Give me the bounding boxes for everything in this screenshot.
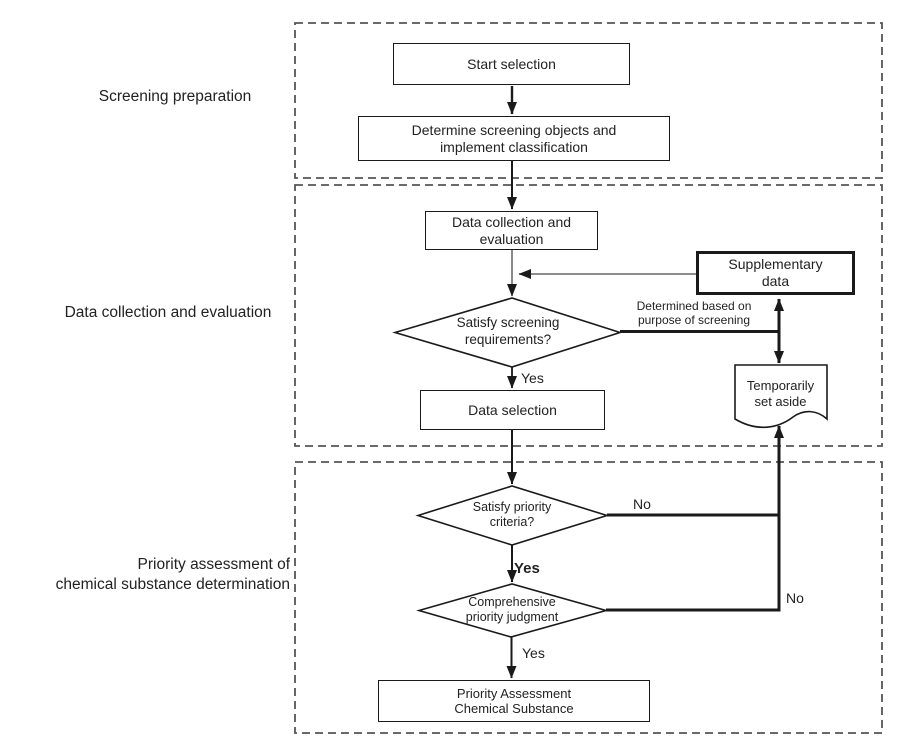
node-priority-assessment: Priority Assessment Chemical Substance [378,680,650,722]
diamond-label-satisfy-screening: Satisfy screening requirements? [456,315,560,347]
diamond-label-comprehensive-judgment: Comprehensive priority judgment [465,595,559,624]
edge-label-yes-comprehensive: Yes [522,645,545,661]
edge-label-no-priority: No [633,496,651,512]
section-label-data-collection: Data collection and evaluation [64,304,272,321]
edge-label-yes-screening: Yes [521,370,544,386]
document-label-temporarily-set-aside: Temporarily set aside [746,378,815,409]
section-label-priority-assessment: Priority assessment of chemical substanc… [55,556,290,593]
edge-label-yes-priority: Yes [514,560,540,577]
node-data-selection: Data selection [420,390,605,430]
node-data-collection: Data collection and evaluation [425,211,598,250]
priority-assessment-container [294,461,883,734]
edge-label-no-comprehensive: No [786,590,804,606]
node-supplementary-data: Supplementary data [696,251,855,295]
diamond-label-satisfy-priority: Satisfy priority criteria? [472,500,552,529]
data-collection-container [294,184,883,447]
section-label-screening-preparation: Screening preparation [98,88,252,105]
document-temporarily-set-aside [734,364,828,429]
screening-preparation-container [294,22,883,179]
edge-label-determined-note: Determined based on purpose of screening [636,299,752,327]
node-determine-screening: Determine screening objects and implemen… [358,116,670,161]
node-start-selection: Start selection [393,43,630,85]
